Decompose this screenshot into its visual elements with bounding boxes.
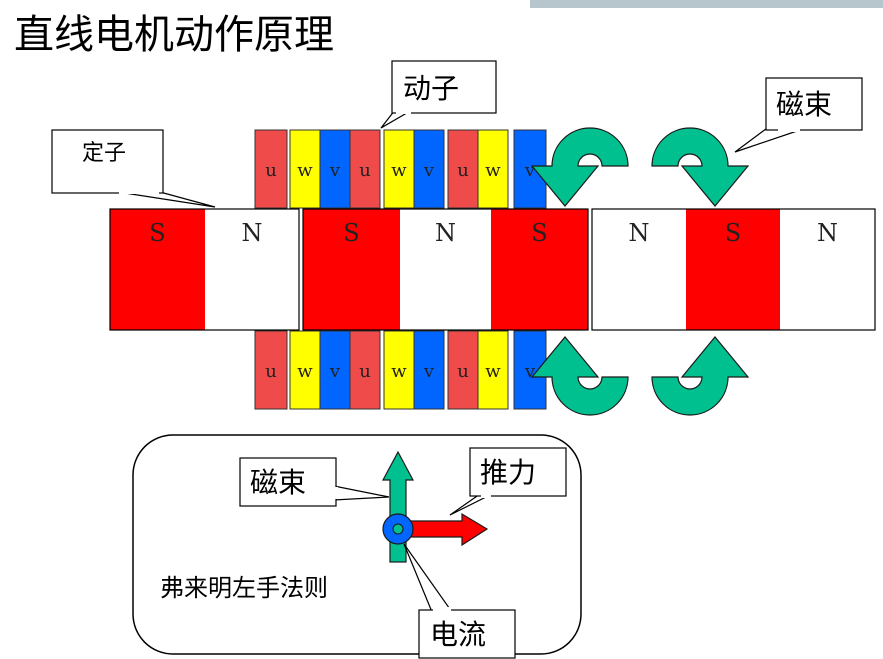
magnet-pole-label: S <box>531 219 547 247</box>
bottom-coil-u <box>349 330 381 410</box>
bottom-coil-u <box>447 330 479 410</box>
bottom-coil-label: w <box>391 361 407 382</box>
mover-callout-gap <box>396 108 411 114</box>
current-label: 电流 <box>430 618 486 651</box>
top-coil-label: u <box>265 160 277 181</box>
magnet-block-3-border <box>591 208 876 331</box>
thrust-label: 推力 <box>480 456 536 489</box>
magnet-pole-label: N <box>629 219 650 247</box>
stator-callout-pointer <box>117 191 216 208</box>
flux-callout-inner-gap <box>332 487 338 499</box>
curved-arrow-icon <box>651 336 749 416</box>
magnet-pole-N <box>400 209 491 330</box>
magnet-pole-S <box>491 209 588 330</box>
bottom-coil-label: w <box>485 361 501 382</box>
top-coil-label: w <box>391 160 407 181</box>
thrust-callout-gap <box>481 492 491 498</box>
stator-label: 定子 <box>82 141 126 166</box>
flux-callout-top: 磁束 <box>734 77 863 153</box>
top-coil-label: u <box>457 160 469 181</box>
top-coil-v <box>319 129 351 209</box>
page-title: 直线电机动作原理 <box>14 12 334 58</box>
mover-callout: 动子 <box>380 60 497 129</box>
stator-callout: 定子 <box>51 129 216 208</box>
right-arrow-icon <box>409 512 489 547</box>
bottom-coil-label: w <box>297 361 313 382</box>
bottom-coil-label: v <box>423 361 435 382</box>
top-coil-v <box>413 129 445 209</box>
flux-callout-inner-box <box>239 457 337 507</box>
top-coil-label: v <box>329 160 341 181</box>
magnet-pole-N <box>780 209 875 330</box>
top-coil-w <box>477 129 509 209</box>
bottom-coil-v <box>413 330 445 410</box>
flux-callout-top-gap <box>778 126 800 132</box>
magnet-pole-N <box>205 209 299 330</box>
magnet-pole-S <box>303 209 400 330</box>
top-coil-label: w <box>297 160 313 181</box>
stator-callout-gap <box>119 189 159 194</box>
magnet-pole-label: N <box>817 219 838 247</box>
top-coil-label: w <box>485 160 501 181</box>
top-coil-u <box>254 129 288 209</box>
bottom-coil-label: u <box>457 361 469 382</box>
current-callout-box <box>418 609 516 659</box>
mover-callout-box <box>391 60 497 114</box>
flux-callout-top-box <box>765 77 863 131</box>
flux-callout-inner: 磁束 <box>239 457 390 507</box>
bottom-coil-label: u <box>359 361 371 382</box>
top-coil-u <box>349 129 381 209</box>
magnet-block-2-border <box>302 208 589 331</box>
thrust-callout-box <box>469 447 567 497</box>
top-coil-label: u <box>359 160 371 181</box>
top-coil-label: v <box>524 160 536 181</box>
flux-inner-label: 磁束 <box>250 466 306 499</box>
magnet-pole-label: N <box>435 219 456 247</box>
magnet-pole-S <box>110 209 205 330</box>
bottom-coil-label: v <box>329 361 341 382</box>
magnet-pole-S <box>686 209 780 330</box>
flux-top-label: 磁束 <box>776 88 832 121</box>
top-coil-label: v <box>423 160 435 181</box>
magnet-block-1-border <box>109 208 300 331</box>
current-callout: 电流 <box>403 543 516 659</box>
header-bar <box>530 0 883 8</box>
current-dot-center <box>392 523 404 535</box>
magnet-pole-label: S <box>343 219 359 247</box>
mover-label: 动子 <box>403 72 459 105</box>
bottom-coil-label: u <box>265 361 277 382</box>
bottom-coil-w <box>289 330 321 410</box>
bottom-coil-label: v <box>524 361 536 382</box>
bottom-coil-u <box>254 330 288 410</box>
fleming-rule-label: 弗来明左手法则 <box>160 574 328 602</box>
current-callout-gap <box>433 607 451 613</box>
magnet-pole-label: S <box>149 219 165 247</box>
curved-arrow-icon <box>651 127 749 207</box>
thrust-callout: 推力 <box>449 447 567 516</box>
magnet-pole-label: N <box>242 219 263 247</box>
top-coil-u <box>447 129 479 209</box>
bottom-coil-w <box>477 330 509 410</box>
magnet-pole-N <box>592 209 686 330</box>
stator-callout-box <box>51 129 164 194</box>
magnet-pole-label: S <box>725 219 741 247</box>
